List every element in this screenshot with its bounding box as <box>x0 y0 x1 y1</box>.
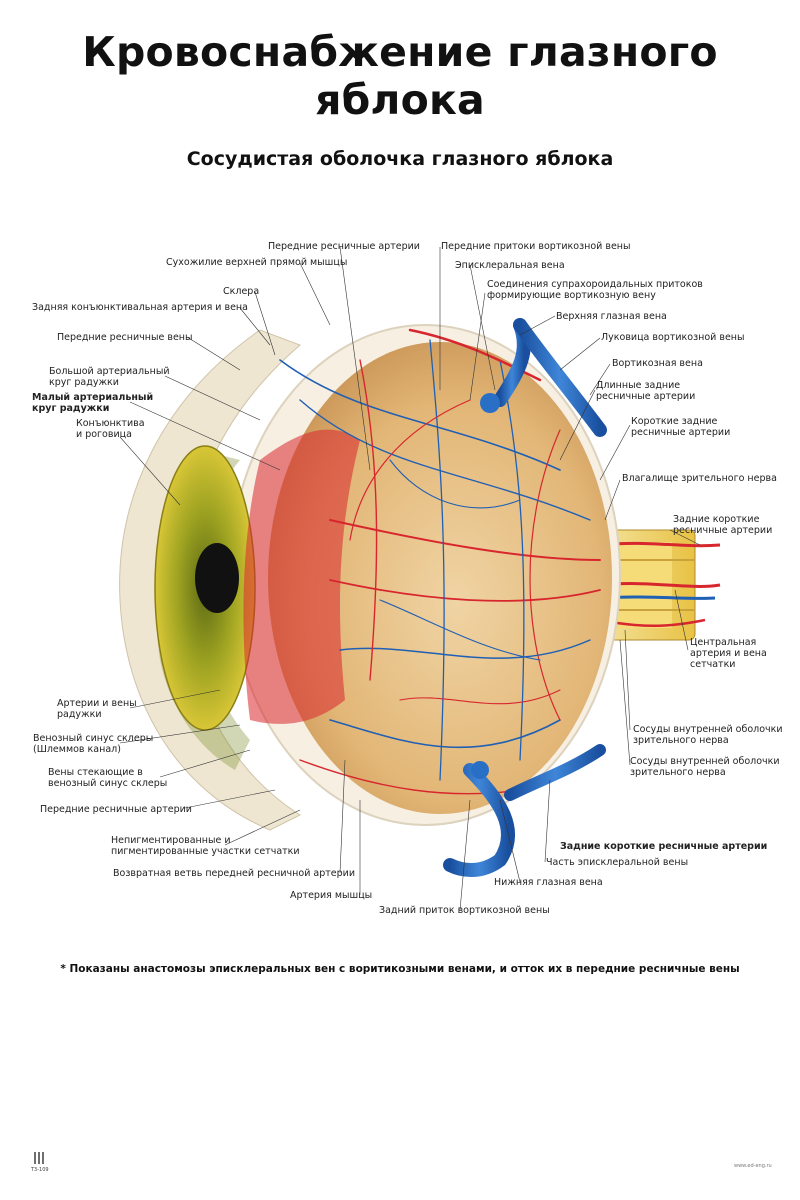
label-central-retinal-artery-vein: Центральная артерия и вена сетчатки <box>690 637 767 670</box>
label-line: Сосуды внутренней оболочки <box>630 756 780 767</box>
label-minor-arterial-circle: Малый артериальный круг радужки <box>32 392 153 414</box>
label-line: Непигментированные и <box>111 835 231 846</box>
label-anterior-ciliary-arteries-bottom: Передние ресничные артерии <box>40 804 192 815</box>
vessel-network <box>279 328 601 795</box>
label-inner-sheath-vessels-2: Сосуды внутренней оболочки зрительного н… <box>630 756 780 778</box>
label-line: Короткие задние <box>631 416 718 427</box>
label-line: ресничные артерии <box>596 391 696 402</box>
label-line: Большой артериальный <box>49 366 170 377</box>
label-episcleral-vein: Эписклеральная вена <box>455 260 565 271</box>
label-line: круг радужки <box>32 403 110 414</box>
label-iris-vessels: Артерии и вены радужки <box>57 698 137 720</box>
label-retina-parts: Непигментированные и пигментированные уч… <box>111 835 300 857</box>
label-major-arterial-circle: Большой артериальный круг радужки <box>49 366 170 388</box>
label-line: Соединения супрахороидальных притоков <box>487 279 703 290</box>
label-posterior-conjunctival-artery-vein: Задняя конъюнктивальная артерия и вена <box>32 302 248 313</box>
label-line: (Шлеммов канал) <box>33 744 121 755</box>
label-line: зрительного нерва <box>633 735 729 746</box>
label-line: пигментированные участки сетчатки <box>111 846 300 857</box>
label-vortex-vein-bulb: Луковица вортикозной вены <box>601 332 745 343</box>
label-muscle-artery: Артерия мышцы <box>290 890 373 901</box>
label-line: зрительного нерва <box>630 767 726 778</box>
label-line: и роговица <box>76 429 132 440</box>
label-line: Сосуды внутренней оболочки <box>633 724 783 735</box>
label-long-posterior-ciliary-arteries: Длинные задние ресничные артерии <box>596 380 695 402</box>
label-suprachoroidal-connections: Соединения супрахороидальных притоков фо… <box>487 279 703 301</box>
label-optic-nerve-sheath: Влагалище зрительного нерва <box>622 473 777 484</box>
label-veins-draining-to-sinus: Вены стекающие в венозный синус склеры <box>48 767 167 789</box>
label-superior-ophthalmic-vein: Верхняя глазная вена <box>556 311 667 322</box>
qr-code-icon <box>34 1152 46 1164</box>
label-line: венозный синус склеры <box>48 778 168 789</box>
label-posterior-vortex-tributary: Задний приток вортикозной вены <box>379 905 550 916</box>
page-subtitle: Сосудистая оболочка глазного яблока <box>186 148 614 170</box>
label-line: Венозный синус склеры <box>33 733 154 744</box>
label-line: артерия и вена <box>690 648 767 659</box>
label-schlemm-canal: Венозный синус склеры (Шлеммов канал) <box>33 733 153 755</box>
label-line: Задние короткие <box>673 514 760 525</box>
label-posterior-short-ciliary-arteries: Задние короткие ресничные артерии <box>673 514 772 536</box>
label-line: ресничные артерии <box>631 427 731 438</box>
label-line: Малый артериальный <box>32 392 154 403</box>
label-episcleral-vein-part: Часть эписклеральной вены <box>546 857 689 868</box>
label-line: круг радужки <box>49 377 119 388</box>
label-line: ресничные артерии <box>673 525 773 536</box>
eyeball-body <box>119 324 621 831</box>
label-anterior-vortex-tributaries: Передние притоки вортикозной вены <box>441 241 631 252</box>
label-inferior-ophthalmic-vein: Нижняя глазная вена <box>494 877 603 888</box>
site-url: www.ed-eng.ru <box>734 1163 772 1169</box>
label-line: радужки <box>57 709 102 720</box>
label-recurrent-branch: Возвратная ветвь передней ресничной арте… <box>113 868 355 879</box>
label-short-posterior-ciliary-arteries: Короткие задние ресничные артерии <box>631 416 730 438</box>
label-posterior-short-ciliary-bold: Задние короткие ресничные артерии <box>560 841 768 852</box>
label-conjunctiva-cornea: Конъюнктива и роговица <box>76 418 145 440</box>
label-anterior-ciliary-veins: Передние ресничные вены <box>57 332 193 343</box>
label-superior-rectus-tendon: Сухожилие верхней прямой мышцы <box>166 257 348 268</box>
label-line: Центральная <box>690 637 757 648</box>
leader-lines <box>119 246 701 911</box>
footnote: * Показаны анастомозы эписклеральных вен… <box>60 963 740 975</box>
label-line: формирующие вортикозную вену <box>487 290 656 301</box>
label-sclera: Склера <box>223 286 260 297</box>
label-vortex-vein: Вортикозная вена <box>612 358 703 369</box>
label-line: Артерии и вены <box>57 698 137 709</box>
label-inner-sheath-vessels-1: Сосуды внутренней оболочки зрительного н… <box>633 724 783 746</box>
label-line: Вены стекающие в <box>48 767 143 778</box>
label-line: Конъюнктива <box>76 418 145 429</box>
product-code: T3-109 <box>31 1167 49 1173</box>
label-line: сетчатки <box>690 659 736 670</box>
label-line: Длинные задние <box>596 380 681 391</box>
page-title: Кровоснабжение глазного яблока <box>82 28 718 124</box>
label-anterior-ciliary-arteries-top: Передние ресничные артерии <box>268 241 420 252</box>
